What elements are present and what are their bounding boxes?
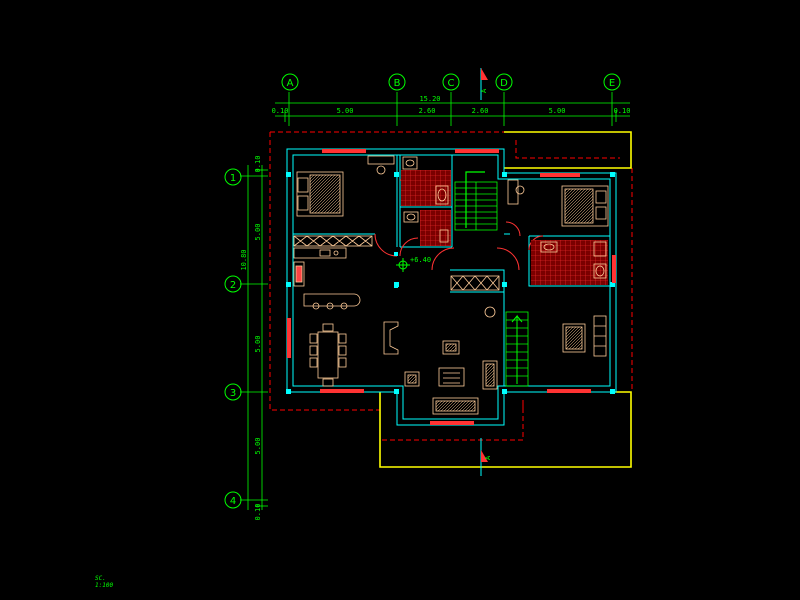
bathroom-fixtures [402, 156, 607, 279]
main-staircase [454, 171, 498, 231]
dim-total-width: 15.20 [419, 95, 440, 103]
terrace-bottom [379, 391, 632, 468]
grid-bubble-e: E [603, 73, 621, 91]
reference-markers [394, 252, 398, 288]
terrace-inner-line [380, 400, 524, 441]
dim-edge-bottom: 0.10 [254, 504, 262, 521]
living-furniture [404, 306, 498, 415]
dim-de: 5.00 [549, 107, 566, 115]
svg-text:+6.40: +6.40 [410, 256, 431, 264]
svg-text:2: 2 [230, 280, 236, 291]
terrace-top-right [504, 131, 632, 169]
grid-bubble-4: 4 [224, 491, 242, 509]
grid-bubble-d: D [495, 73, 513, 91]
secondary-staircase [505, 311, 529, 387]
grid-bubble-c: C [442, 73, 460, 91]
grid-bubble-3: 3 [224, 383, 242, 401]
section-mark-top: A [480, 68, 488, 100]
dim-bc: 2.60 [419, 107, 436, 115]
dim-total-depth: 10.80 [240, 249, 248, 270]
hall-cabinet [450, 275, 500, 291]
dim-23: 5.00 [254, 336, 262, 353]
svg-text:B: B [394, 78, 401, 89]
grid-bubble-a: A [281, 73, 299, 91]
svg-text:3: 3 [230, 388, 236, 399]
dim-34: 5.00 [254, 438, 262, 455]
bathroom-2-floor [420, 210, 451, 246]
svg-text:A: A [484, 455, 492, 460]
desk-bedroom-1 [367, 155, 395, 175]
grid-bubble-1: 1 [224, 168, 242, 186]
svg-text:A: A [480, 88, 488, 93]
grid-bubble-2: 2 [224, 275, 242, 293]
dim-ab: 5.00 [337, 107, 354, 115]
dim-12: 5.00 [254, 224, 262, 241]
scale-label: SC. [95, 575, 106, 582]
grid-bubble-b: B [388, 73, 406, 91]
svg-text:C: C [448, 78, 455, 89]
fireplace [383, 321, 399, 355]
svg-text:4: 4 [230, 496, 236, 507]
kitchen-counter [293, 247, 361, 310]
dim-edge-top: 0.10 [254, 156, 262, 173]
svg-text:1: 1 [230, 173, 236, 184]
svg-text:A: A [287, 78, 294, 89]
bed-bedroom-2 [561, 185, 609, 227]
dining-table [309, 323, 347, 387]
terrace-top-right-inner [515, 140, 620, 159]
left-dimension-string [240, 165, 268, 510]
svg-text:D: D [500, 78, 508, 89]
top-dimension-string [275, 92, 630, 126]
roof-edge-outline [269, 131, 633, 411]
interior-walls [293, 155, 610, 386]
dim-edge-left: 0.10 [272, 107, 289, 115]
wardrobe-bedroom-2 [507, 179, 525, 205]
bed-bedroom-1 [296, 171, 344, 217]
dim-edge-right: 0.10 [614, 107, 631, 115]
bathroom-1-floor [401, 170, 451, 206]
window-openings [287, 149, 616, 425]
study-furniture [562, 315, 607, 357]
level-mark: +6.40 [396, 256, 431, 272]
svg-text:E: E [609, 78, 615, 89]
scale-note: SC. 1:100 [95, 575, 113, 589]
scale-value: 1:100 [95, 582, 114, 589]
dim-cd: 2.60 [472, 107, 489, 115]
section-mark-bottom: A [480, 438, 492, 476]
wardrobe-bedroom-1 [293, 235, 373, 247]
